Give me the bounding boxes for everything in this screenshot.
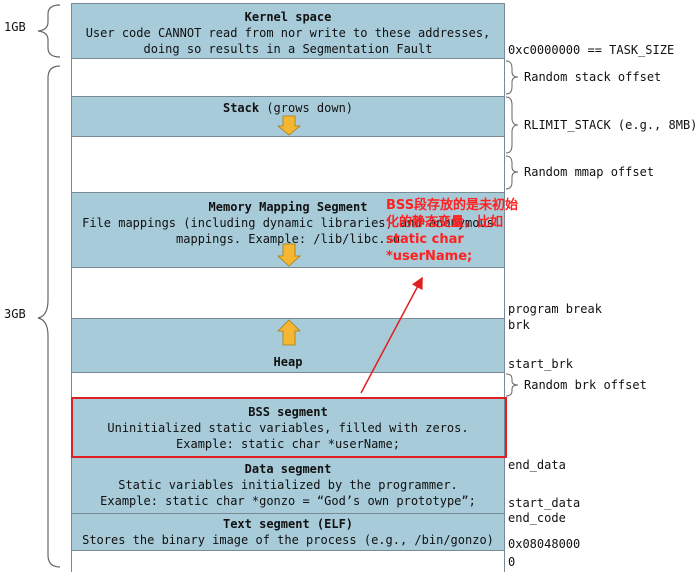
- kernel-space-segment: Kernel space User code CANNOT read from …: [71, 3, 505, 58]
- label-zero-address: 0: [508, 555, 516, 569]
- size-label-1gb: 1GB: [4, 20, 26, 34]
- bss-segment: BSS segment Uninitialized static variabl…: [71, 397, 505, 457]
- free-gap: [71, 267, 505, 318]
- mmap-line1: File mappings (including dynamic librari…: [82, 216, 494, 230]
- bss-annotation: BSS段存放的是未初始 化的静态变量，比如 static char *userN…: [386, 197, 536, 265]
- data-title: Data segment: [244, 462, 332, 476]
- kernel-space-title: Kernel space: [244, 10, 332, 24]
- bottom-gap: [71, 550, 505, 572]
- bss-line1: Uninitialized static variables, filled w…: [107, 421, 469, 435]
- text-title: Text segment (ELF): [222, 517, 354, 531]
- label-program-break: program break: [508, 302, 602, 316]
- bss-annotation-line2: 化的静态变量，比如: [386, 215, 504, 230]
- data-line1: Static variables initialized by the prog…: [118, 478, 458, 492]
- label-task-size: 0xc0000000 == TASK_SIZE: [508, 43, 675, 57]
- mmap-line2: mappings. Example: /lib/libc.so: [176, 232, 400, 246]
- bss-annotation-line3: static char: [386, 232, 464, 247]
- data-segment: Data segment Static variables initialize…: [71, 457, 505, 513]
- brace-random-brk: [505, 373, 519, 397]
- stack-title: Stack (grows down): [222, 101, 354, 115]
- label-rlimit-stack: RLIMIT_STACK (e.g., 8MB): [524, 118, 698, 132]
- bss-title: BSS segment: [248, 405, 328, 419]
- label-start-brk: start_brk: [508, 357, 574, 371]
- label-random-brk: Random brk offset: [524, 378, 647, 392]
- bss-annotation-line1: BSS段存放的是未初始: [386, 198, 519, 213]
- label-random-stack: Random stack offset: [524, 70, 662, 84]
- kernel-space-line1: User code CANNOT read from nor write to …: [85, 26, 491, 40]
- random-brk-gap: [71, 372, 505, 397]
- label-brk: brk: [508, 318, 530, 332]
- mmap-down-arrow: [276, 243, 302, 267]
- brace-rlimit: [505, 96, 519, 154]
- label-end-data: end_data: [508, 458, 566, 472]
- stack-down-arrow: [276, 115, 302, 136]
- label-random-mmap: Random mmap offset: [524, 165, 655, 179]
- size-label-3gb: 3GB: [4, 307, 26, 321]
- label-start-data: start_data: [508, 496, 581, 510]
- annotation-pointer-arrow: [360, 276, 423, 394]
- brace-random-mmap: [505, 155, 519, 190]
- random-stack-gap: [71, 58, 505, 96]
- heap-title: Heap: [273, 355, 303, 369]
- bss-annotation-line4: *userName;: [386, 249, 473, 264]
- heap-up-arrow: [277, 319, 301, 346]
- label-text-start-address: 0x08048000: [508, 537, 581, 551]
- brace-3gb: [37, 65, 61, 568]
- data-line2: Example: static char *gonzo = “God’s own…: [100, 494, 476, 508]
- text-line1: Stores the binary image of the process (…: [82, 533, 494, 547]
- random-mmap-gap: [71, 136, 505, 192]
- brace-random-stack: [505, 60, 519, 95]
- bss-line2: Example: static char *userName;: [176, 437, 400, 451]
- label-end-code: end_code: [508, 511, 566, 525]
- stack-note: (grows down): [266, 101, 354, 115]
- brace-1gb: [37, 4, 61, 58]
- mmap-title: Memory Mapping Segment: [208, 200, 368, 214]
- text-segment: Text segment (ELF) Stores the binary ima…: [71, 513, 505, 550]
- bss-highlight-box: [71, 397, 507, 458]
- kernel-space-line2: doing so results in a Segmentation Fault: [143, 42, 433, 56]
